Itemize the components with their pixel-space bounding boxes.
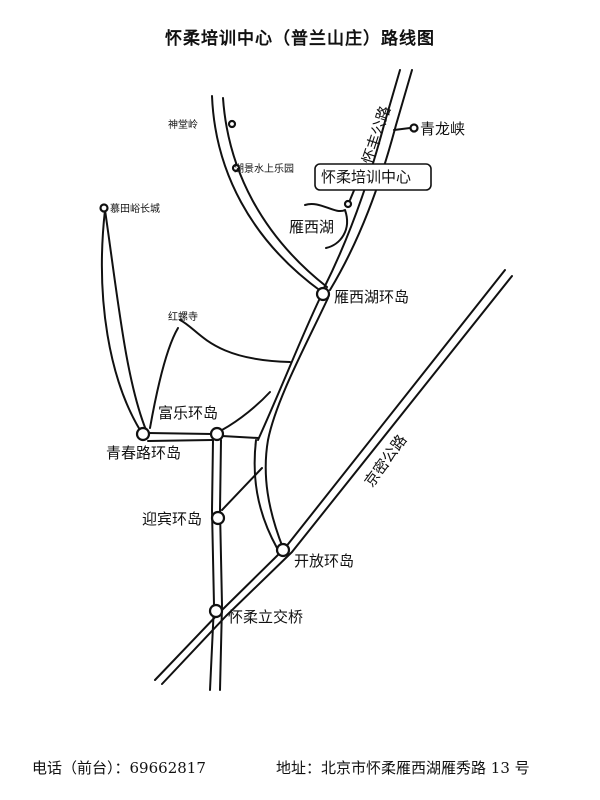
lake-yanxihu-outline (304, 202, 348, 249)
road-hongluosi (179, 319, 291, 363)
roundabout-fule (209, 426, 225, 442)
road-yingbin-diag (221, 467, 263, 511)
label-yingbin-roundabout: 迎宾环岛 (142, 510, 202, 528)
label-training-center: 怀柔培训中心 (321, 168, 411, 186)
road-ns-east (219, 439, 223, 691)
label-yanxihu-roundabout: 雁西湖环岛 (334, 288, 409, 306)
phone-label: 电话（前台）： (32, 759, 130, 777)
road-mutianyu-2 (104, 209, 147, 431)
roundabout-qingchunlu (135, 426, 151, 442)
dot-hujingshui (231, 163, 241, 173)
address-label: 地址： (276, 759, 322, 777)
road-ns-west (209, 439, 215, 691)
footer-phone: 电话（前台）：69662817 (32, 757, 206, 778)
road-qinglongxia (393, 127, 411, 131)
road-fule-connector (221, 391, 271, 431)
label-qinglongxia: 青龙峡 (420, 120, 465, 138)
roundabout-yanxihu (315, 286, 331, 302)
label-hujingshui: 湖景水上乐园 (234, 163, 294, 175)
road-huaifeng (329, 69, 413, 291)
road-qingchun (147, 432, 213, 435)
road-mutianyu (100, 209, 141, 431)
label-huairou-bridge: 怀柔立交桥 (228, 608, 303, 626)
label-road-jingmi: 京密公路 (361, 431, 411, 490)
label-mutianyu: 慕田峪长城 (110, 202, 160, 215)
road-main-east (264, 297, 329, 549)
road-jingmi-2 (161, 275, 513, 685)
phone-number: 69662817 (129, 759, 206, 777)
roundabout-huairou-bridge (208, 603, 224, 619)
road-huaifeng-inner (323, 69, 401, 289)
label-fule-roundabout: 富乐环岛 (158, 404, 218, 422)
training-center-box (314, 163, 432, 191)
footer-address: 地址：北京市怀柔雁西湖雁秀路 13 号 (276, 757, 530, 778)
road-main-west (257, 297, 321, 441)
dot-training-center (343, 199, 353, 209)
label-shentangyu: 神堂岭 (168, 118, 198, 131)
road-jingmi (154, 269, 506, 681)
map-title: 怀柔培训中心（普兰山庄）路线图 (165, 29, 435, 49)
roundabout-yingbin (210, 510, 226, 526)
label-hongluosi: 红螺寺 (168, 310, 198, 323)
dot-mutianyu (99, 203, 109, 213)
road-hongluosi-2 (149, 327, 179, 429)
road-qingchun-east (221, 435, 259, 439)
address-text: 北京市怀柔雁西湖雁秀路 13 号 (321, 759, 530, 777)
road-main-east-2 (253, 439, 278, 549)
road-shentangyu-inner (222, 97, 328, 288)
road-qingchun-2 (147, 439, 213, 442)
label-yanxihu: 雁西湖 (289, 218, 334, 236)
label-kaifang-roundabout: 开放环岛 (294, 552, 354, 570)
road-shentangyu (211, 95, 323, 293)
label-qingchunlu-roundabout: 青春路环岛 (106, 444, 181, 462)
dot-qinglongxia (409, 123, 419, 133)
dot-shentangyu (227, 119, 237, 129)
roundabout-kaifang (275, 542, 291, 558)
label-road-huaifeng: 怀丰公路 (359, 104, 395, 167)
